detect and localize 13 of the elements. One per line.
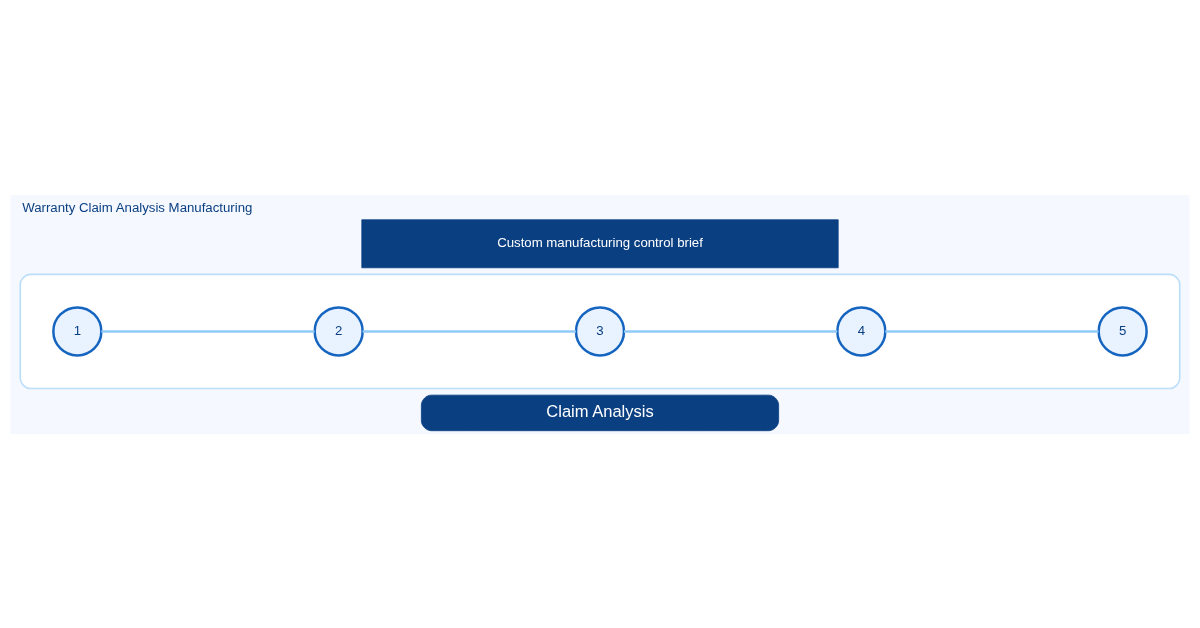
- node-circle: 2: [313, 305, 364, 357]
- node-circle: 4: [836, 305, 887, 357]
- connector: [362, 329, 576, 333]
- node-circle: 3: [574, 305, 626, 357]
- node-box: Claim Analysis: [420, 394, 780, 431]
- connector: [101, 329, 315, 333]
- diagram-title: Warranty Claim Analysis Manufacturing: [22, 199, 253, 215]
- node-box: Custom manufacturing control brief: [361, 218, 839, 268]
- connector: [885, 329, 1099, 333]
- cluster: [19, 273, 1181, 389]
- node-circle: 1: [52, 305, 103, 357]
- node-circle: 5: [1097, 305, 1148, 357]
- connector: [624, 329, 838, 333]
